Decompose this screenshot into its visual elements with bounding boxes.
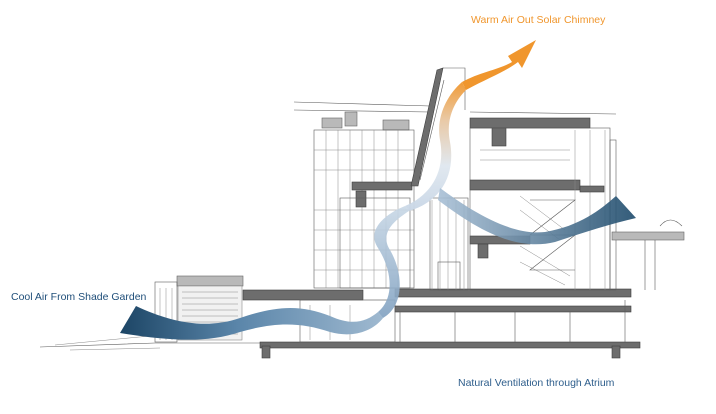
right-wing <box>469 111 685 291</box>
warm-air-label: Warm Air Out Solar Chimney <box>471 14 606 26</box>
cool-airflow-ribbon <box>120 82 636 340</box>
natural-ventilation-label: Natural Ventilation through Atrium <box>458 377 615 389</box>
tower-facade <box>293 101 469 291</box>
cool-air-label: Cool Air From Shade Garden <box>11 291 147 303</box>
solar-chimney <box>410 67 466 187</box>
warm-air-arrow <box>462 40 536 90</box>
ground-floor <box>242 288 641 359</box>
